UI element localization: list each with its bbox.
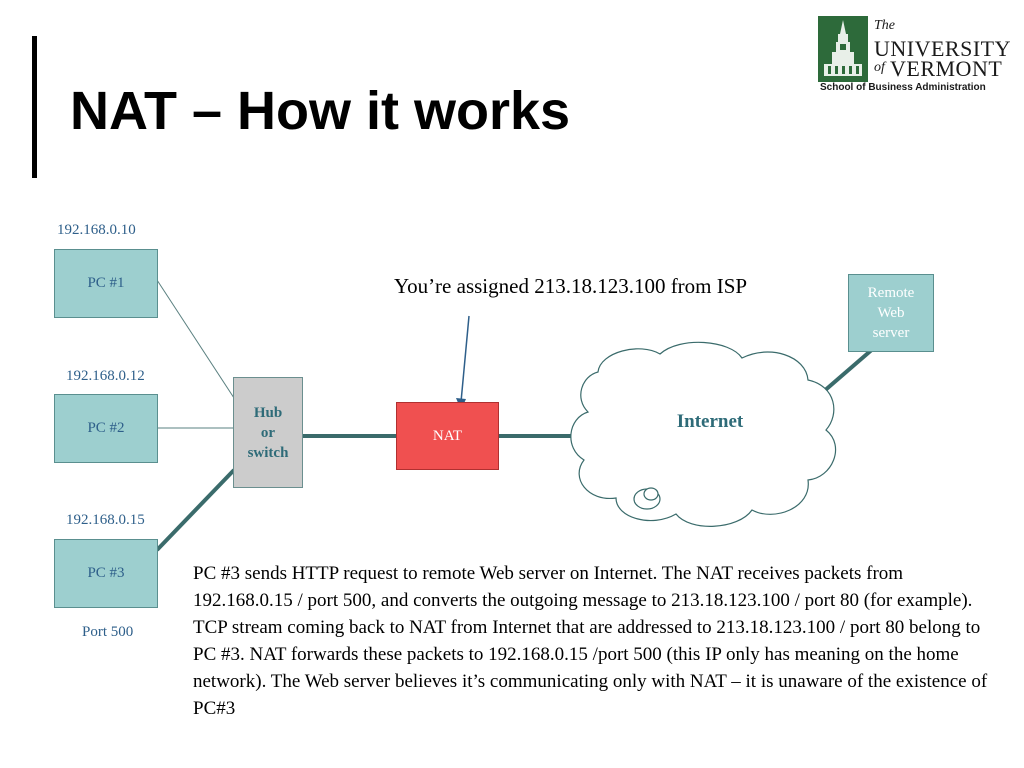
port-label: Port 500 xyxy=(82,624,134,640)
pc3-ip-label: 192.168.0.15 xyxy=(66,512,145,528)
hub-label-line1: Hub xyxy=(253,404,283,421)
slide-title: NAT – How it works xyxy=(70,81,571,141)
university-logo: The UNIVERSITY of VERMONT School of Busi… xyxy=(818,16,1011,96)
remote-label-line1: Remote xyxy=(867,285,915,301)
logo-university-text: UNIVERSITY xyxy=(874,36,1011,61)
assign-arrow-line xyxy=(460,315,470,403)
university-seal-icon xyxy=(818,16,868,82)
remote-label-line2: Web xyxy=(877,305,905,321)
remote-web-server-node: Remote Web server xyxy=(848,274,934,352)
remote-label-line3: server xyxy=(872,325,910,341)
pc1-label: PC #1 xyxy=(87,275,125,291)
nat-node: NAT xyxy=(396,402,499,470)
hub-label-line3: switch xyxy=(247,444,289,461)
pc1-ip-label: 192.168.0.10 xyxy=(57,222,136,238)
link-pc1-hub xyxy=(156,279,235,399)
logo-vermont-text: VERMONT xyxy=(890,56,1003,81)
pc2-ip-label: 192.168.0.12 xyxy=(66,368,145,384)
logo-school-text: School of Business Administration xyxy=(820,82,986,93)
pc1-node: PC #1 xyxy=(54,249,158,318)
nat-description: PC #3 sends HTTP request to remote Web s… xyxy=(193,563,988,719)
logo-the-text: The xyxy=(874,18,895,33)
hub-switch-node: Hub or switch xyxy=(233,377,303,488)
nat-label: NAT xyxy=(432,427,463,444)
logo-of-text: of xyxy=(874,60,885,75)
title-accent-bar xyxy=(32,36,37,178)
pc2-node: PC #2 xyxy=(54,394,158,463)
isp-assignment-note: You’re assigned 213.18.123.100 from ISP xyxy=(394,274,748,298)
pc3-node: PC #3 xyxy=(54,539,158,608)
pc2-label: PC #2 xyxy=(87,420,125,436)
pc3-label: PC #3 xyxy=(87,565,125,581)
internet-cloud-icon xyxy=(570,341,837,527)
internet-label: Internet xyxy=(676,411,744,432)
link-pc3-hub xyxy=(155,468,236,552)
hub-label-line2: or xyxy=(260,424,276,441)
